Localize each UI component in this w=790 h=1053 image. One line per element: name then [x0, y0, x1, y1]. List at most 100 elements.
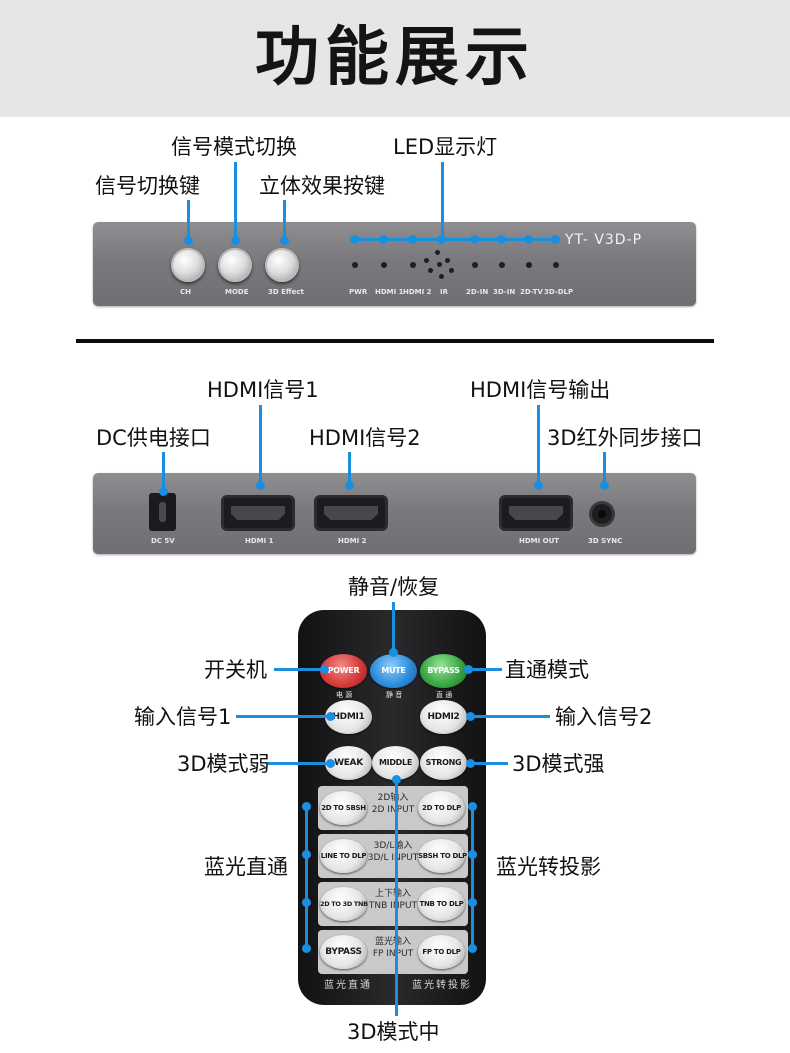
- callout-bypass: 直通模式: [505, 658, 589, 682]
- led-hdmi1: [381, 262, 387, 268]
- effect-button[interactable]: [265, 248, 299, 282]
- power-sub-label: 电 源: [336, 691, 353, 699]
- pointer-dot: [320, 665, 329, 674]
- callout-input1: 输入信号1: [134, 705, 232, 729]
- ch-label: CH: [180, 288, 191, 296]
- callout-mute: 静音/恢复: [348, 575, 440, 599]
- pointer-dot: [466, 759, 475, 768]
- fp-to-dlp-button[interactable]: FP TO DLP: [418, 935, 465, 969]
- pointer-dot: [464, 665, 473, 674]
- pointer-dot: [326, 759, 335, 768]
- callout-power: 开关机: [204, 658, 267, 682]
- pointer-dot: [302, 944, 311, 953]
- led-label: HDMI 1: [375, 288, 404, 296]
- remote-footer-right: 蓝光转投影: [412, 980, 472, 991]
- callout-sync: 3D红外同步接口: [547, 426, 703, 450]
- callout-middle: 3D模式中: [347, 1020, 440, 1044]
- header-banner: 功能展示: [0, 0, 790, 117]
- port-label: 3D SYNC: [588, 537, 623, 545]
- pointer-dot: [534, 481, 543, 490]
- pointer-dot: [468, 802, 477, 811]
- ir-hole: [428, 268, 433, 273]
- callout-bluray-bypass: 蓝光直通: [204, 855, 288, 879]
- mute-button[interactable]: MUTE: [370, 654, 417, 688]
- pointer-dot: [470, 235, 479, 244]
- pointer-dot: [600, 481, 609, 490]
- middle-button[interactable]: MIDDLE: [372, 746, 419, 780]
- mode-button[interactable]: [218, 248, 252, 282]
- pointer-dot: [256, 481, 265, 490]
- pointer-dot: [379, 235, 388, 244]
- ir-hole: [449, 268, 454, 273]
- tnb-to-dlp-button[interactable]: TNB TO DLP: [418, 887, 465, 921]
- pointer-line: [268, 762, 330, 765]
- callout-dc: DC供电接口: [96, 426, 211, 450]
- page-title: 功能展示: [255, 21, 535, 95]
- pointer-line: [470, 715, 550, 718]
- sync-jack: [589, 501, 615, 527]
- hdmi-out-port: [499, 495, 573, 531]
- ir-hole: [445, 258, 450, 263]
- ir-hole: [435, 250, 440, 255]
- strong-button[interactable]: STRONG: [420, 746, 467, 780]
- 2d-to-tnb-button[interactable]: 2D TO 3D TNB: [320, 887, 368, 921]
- 2d-to-sbs-button[interactable]: 2D TO SBSH: [320, 791, 367, 825]
- callout-weak: 3D模式弱: [177, 752, 270, 776]
- callout-signal-switch: 信号切换键: [95, 174, 200, 198]
- ir-hole: [437, 262, 442, 267]
- callout-input2: 输入信号2: [555, 705, 653, 729]
- bracket-line: [305, 806, 308, 948]
- pointer-line: [468, 668, 502, 671]
- pointer-line: [537, 405, 540, 487]
- callout-hdmi-out: HDMI信号输出: [470, 378, 611, 402]
- pointer-dot: [466, 712, 475, 721]
- callout-strong: 3D模式强: [512, 752, 605, 776]
- led-label: IR: [440, 288, 448, 296]
- pointer-line: [395, 780, 398, 1016]
- port-label: DC 5V: [151, 537, 175, 545]
- pointer-dot: [468, 944, 477, 953]
- pointer-dot: [350, 235, 359, 244]
- pointer-line: [348, 452, 351, 487]
- pointer-dot: [437, 235, 446, 244]
- bracket-line: [471, 806, 474, 948]
- pointer-line: [392, 602, 395, 654]
- pointer-line: [283, 200, 286, 240]
- pointer-dot: [159, 487, 168, 496]
- pointer-dot: [302, 850, 311, 859]
- bypass-button[interactable]: BYPASS: [320, 935, 367, 969]
- callout-bluray-proj: 蓝光转投影: [496, 855, 601, 879]
- led-3d-in: [499, 262, 505, 268]
- pointer-line: [259, 405, 262, 487]
- led-label: HDMI 2: [403, 288, 432, 296]
- pointer-dot: [524, 235, 533, 244]
- led-label: PWR: [349, 288, 368, 296]
- pointer-dot: [326, 712, 335, 721]
- model-name: YT- V3D-P: [565, 232, 643, 248]
- line-to-dlp-button[interactable]: LINE TO DLP: [320, 839, 367, 873]
- pointer-dot: [345, 481, 354, 490]
- pointer-dot: [302, 802, 311, 811]
- pointer-line: [187, 200, 190, 240]
- remote-footer-left: 蓝光直通: [324, 980, 372, 991]
- sbs-to-dlp-button[interactable]: SBSH TO DLP: [418, 839, 467, 873]
- callout-led: LED显示灯: [393, 135, 498, 159]
- effect-label: 3D Effect: [268, 288, 304, 296]
- pointer-line: [470, 762, 508, 765]
- 2d-to-dlp-button[interactable]: 2D TO DLP: [418, 791, 465, 825]
- led-label: 3D-IN: [493, 288, 516, 296]
- bypass-mode-button[interactable]: BYPASS: [420, 654, 467, 688]
- hdmi2-button[interactable]: HDMI2: [420, 700, 467, 734]
- callout-hdmi1: HDMI信号1: [207, 378, 319, 402]
- mute-sub-label: 静 音: [386, 691, 403, 699]
- callout-hdmi2: HDMI信号2: [309, 426, 421, 450]
- hdmi2-port: [314, 495, 388, 531]
- pointer-line: [274, 668, 324, 671]
- led-pwr: [352, 262, 358, 268]
- rear-panel: DC 5V HDMI 1 HDMI 2 HDMI OUT 3D SYNC: [93, 473, 696, 554]
- pointer-line: [162, 452, 165, 492]
- pointer-dot: [408, 235, 417, 244]
- power-button[interactable]: POWER: [320, 654, 367, 688]
- ch-button[interactable]: [171, 248, 205, 282]
- front-panel: CH MODE 3D Effect PWR HDMI 1 HDMI 2 IR 2…: [93, 222, 696, 306]
